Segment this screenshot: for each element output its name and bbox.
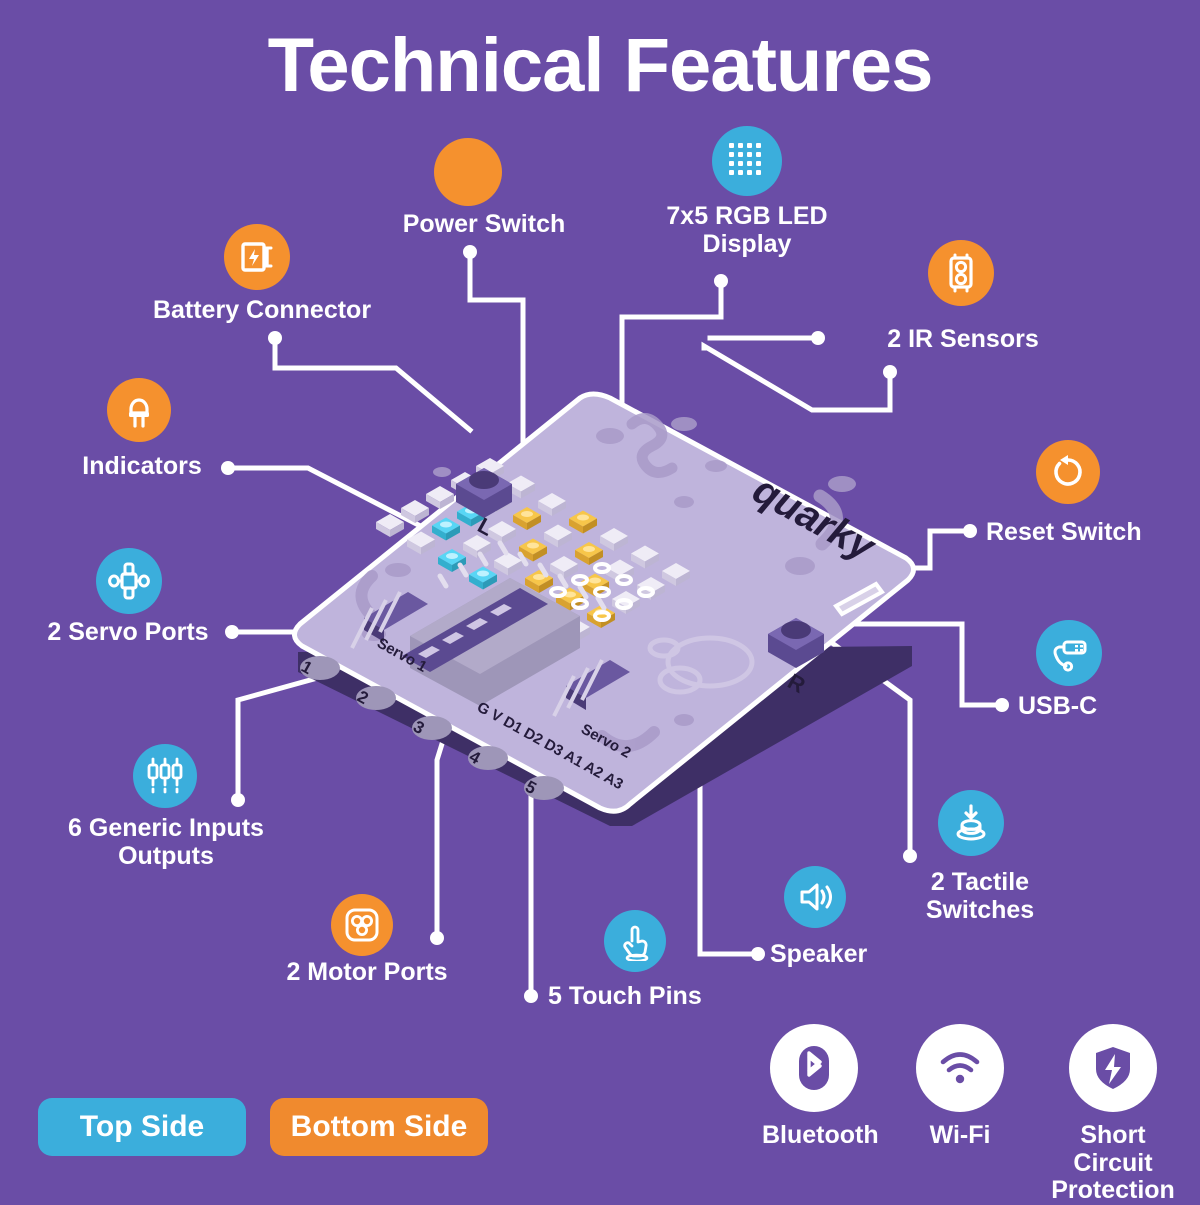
- led-cell: [401, 500, 429, 523]
- shield-bolt-icon: [1069, 1024, 1157, 1112]
- feature-label-motor-ports: 2 Motor Ports: [286, 958, 448, 986]
- bluetooth-icon: [770, 1024, 858, 1112]
- tactile-switch-left: [456, 468, 512, 518]
- badge-bluetooth: Bluetooth: [762, 1024, 879, 1150]
- feature-label-indicators: Indicators: [82, 452, 202, 480]
- badge-label-bluetooth: Bluetooth: [762, 1121, 879, 1149]
- badge-wifi: Wi-Fi: [908, 1024, 1012, 1150]
- speaker-holes: [549, 562, 655, 622]
- touch-hand-icon: [604, 910, 666, 972]
- feature-label-led-display: 7x5 RGB LED Display: [666, 202, 828, 258]
- led-bulb-icon: [107, 378, 171, 442]
- feature-label-touch-pins: 5 Touch Pins: [548, 982, 702, 1010]
- led-cell: [376, 514, 404, 537]
- ir-sensor-icon: [928, 240, 994, 306]
- tactile-switch-right: [768, 618, 824, 668]
- feature-label-battery-connector: Battery Connector: [152, 296, 372, 324]
- battery-connector-icon: [224, 224, 290, 290]
- gpio-header: [402, 588, 548, 672]
- tactile-switch-icon: [938, 790, 1004, 856]
- legend-top-side[interactable]: Top Side: [38, 1098, 246, 1156]
- feature-label-power-switch: Power Switch: [402, 210, 566, 238]
- servo-1-header: [350, 591, 428, 649]
- page-title: Technical Features: [267, 23, 934, 108]
- feature-label-generic-io: 6 Generic Inputs Outputs: [68, 814, 264, 870]
- feature-label-reset-switch: Reset Switch: [986, 518, 1142, 546]
- reset-icon: [1036, 440, 1100, 504]
- usb-c-port: [833, 581, 885, 617]
- touch-pads: [300, 656, 564, 800]
- legend-bottom-side[interactable]: Bottom Side: [270, 1098, 488, 1156]
- motor-icon: [331, 894, 393, 956]
- feature-label-usb-c: USB-C: [1018, 692, 1098, 720]
- servo-icon: [96, 548, 162, 614]
- io-pins-icon: [133, 744, 197, 808]
- quarky-board-illustration: quarky L R: [292, 391, 916, 826]
- feature-label-speaker: Speaker: [770, 940, 868, 968]
- wifi-icon: [916, 1024, 1004, 1112]
- servo-2-header: [552, 659, 630, 717]
- legend-label-bottom-side: Bottom Side: [290, 1110, 468, 1143]
- badge-short-circuit: Short Circuit Protection: [1048, 1024, 1178, 1205]
- usb-icon: [1036, 620, 1102, 686]
- legend-label-top-side: Top Side: [79, 1110, 205, 1143]
- speaker-icon: [784, 866, 846, 928]
- badge-label-short-circuit: Short Circuit Protection: [1051, 1121, 1175, 1204]
- feature-label-tactile-switches: 2 Tactile Switches: [925, 868, 1035, 924]
- feature-label-ir-sensors: 2 IR Sensors: [887, 325, 1039, 353]
- led-matrix-icon: [712, 126, 782, 196]
- power-switch-icon: [434, 138, 502, 206]
- badge-label-wifi: Wi-Fi: [929, 1121, 991, 1149]
- feature-label-servo-ports: 2 Servo Ports: [47, 618, 209, 646]
